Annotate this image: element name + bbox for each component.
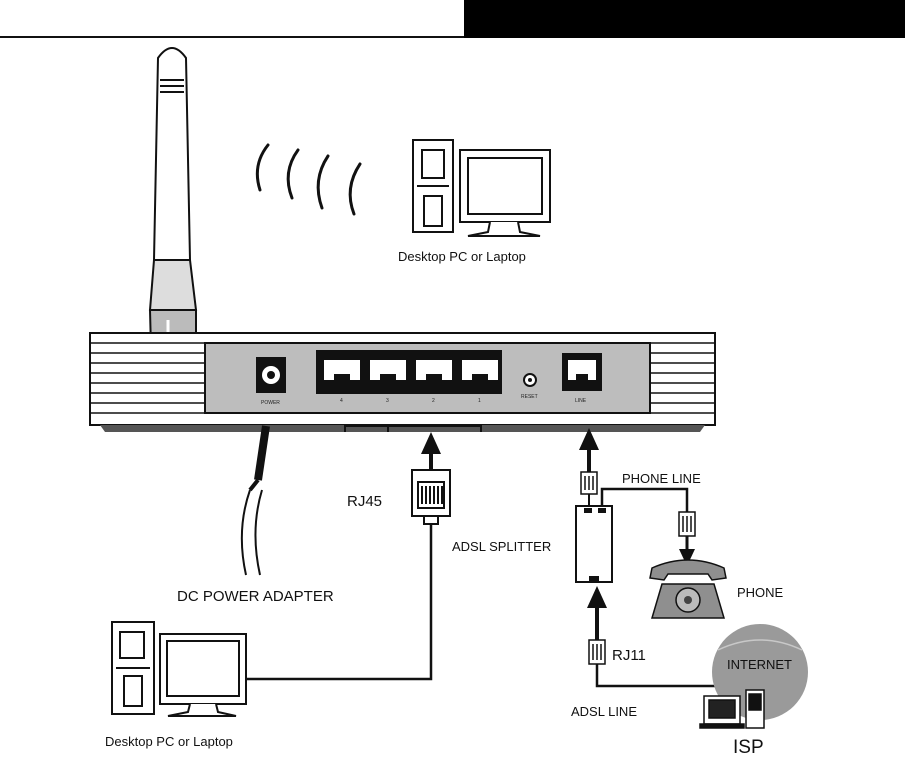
wireless-signal-icon [257,145,360,214]
rj45-connector-icon [412,470,450,524]
svg-text:RESET: RESET [521,394,538,400]
isp-label: ISP [733,737,764,758]
adsl-splitter-label: ADSL SPLITTER [452,539,551,554]
dc-power-label: DC POWER ADAPTER [177,588,334,605]
telephone-icon [650,560,726,618]
rj45-label: RJ45 [347,493,382,510]
adsl-up-arrow [587,586,607,640]
svg-text:LINE: LINE [575,398,587,404]
rj11-connector-bottom-icon [589,640,605,664]
rj11-label: RJ11 [612,647,646,664]
svg-text:POWER: POWER [261,400,280,406]
svg-text:4: 4 [340,398,343,404]
dc-power-cable [242,426,266,575]
phone-line-cable [602,489,687,512]
adsl-line-label: ADSL LINE [571,704,637,719]
svg-text:1: 1 [478,398,481,404]
internet-label: INTERNET [727,657,792,672]
rj11-connector-top-icon [581,472,597,494]
svg-text:2: 2 [432,398,435,404]
svg-text:3: 3 [386,398,389,404]
desktop-pc-bottom-icon [112,622,246,716]
header-black-bar [464,0,905,38]
rj45-arrow [421,432,441,470]
pc-top-label: Desktop PC or Laptop [398,249,526,264]
desktop-pc-top-icon [413,140,550,236]
line-arrow [579,428,599,478]
page-header [0,0,905,38]
isp-equipment-icon [700,690,764,728]
phone-line-label: PHONE LINE [622,471,701,486]
adsl-splitter-icon [576,506,612,582]
rj11-connector-phone-icon [679,512,695,536]
pc-bottom-label: Desktop PC or Laptop [105,734,233,749]
phone-label: PHONE [737,585,784,600]
